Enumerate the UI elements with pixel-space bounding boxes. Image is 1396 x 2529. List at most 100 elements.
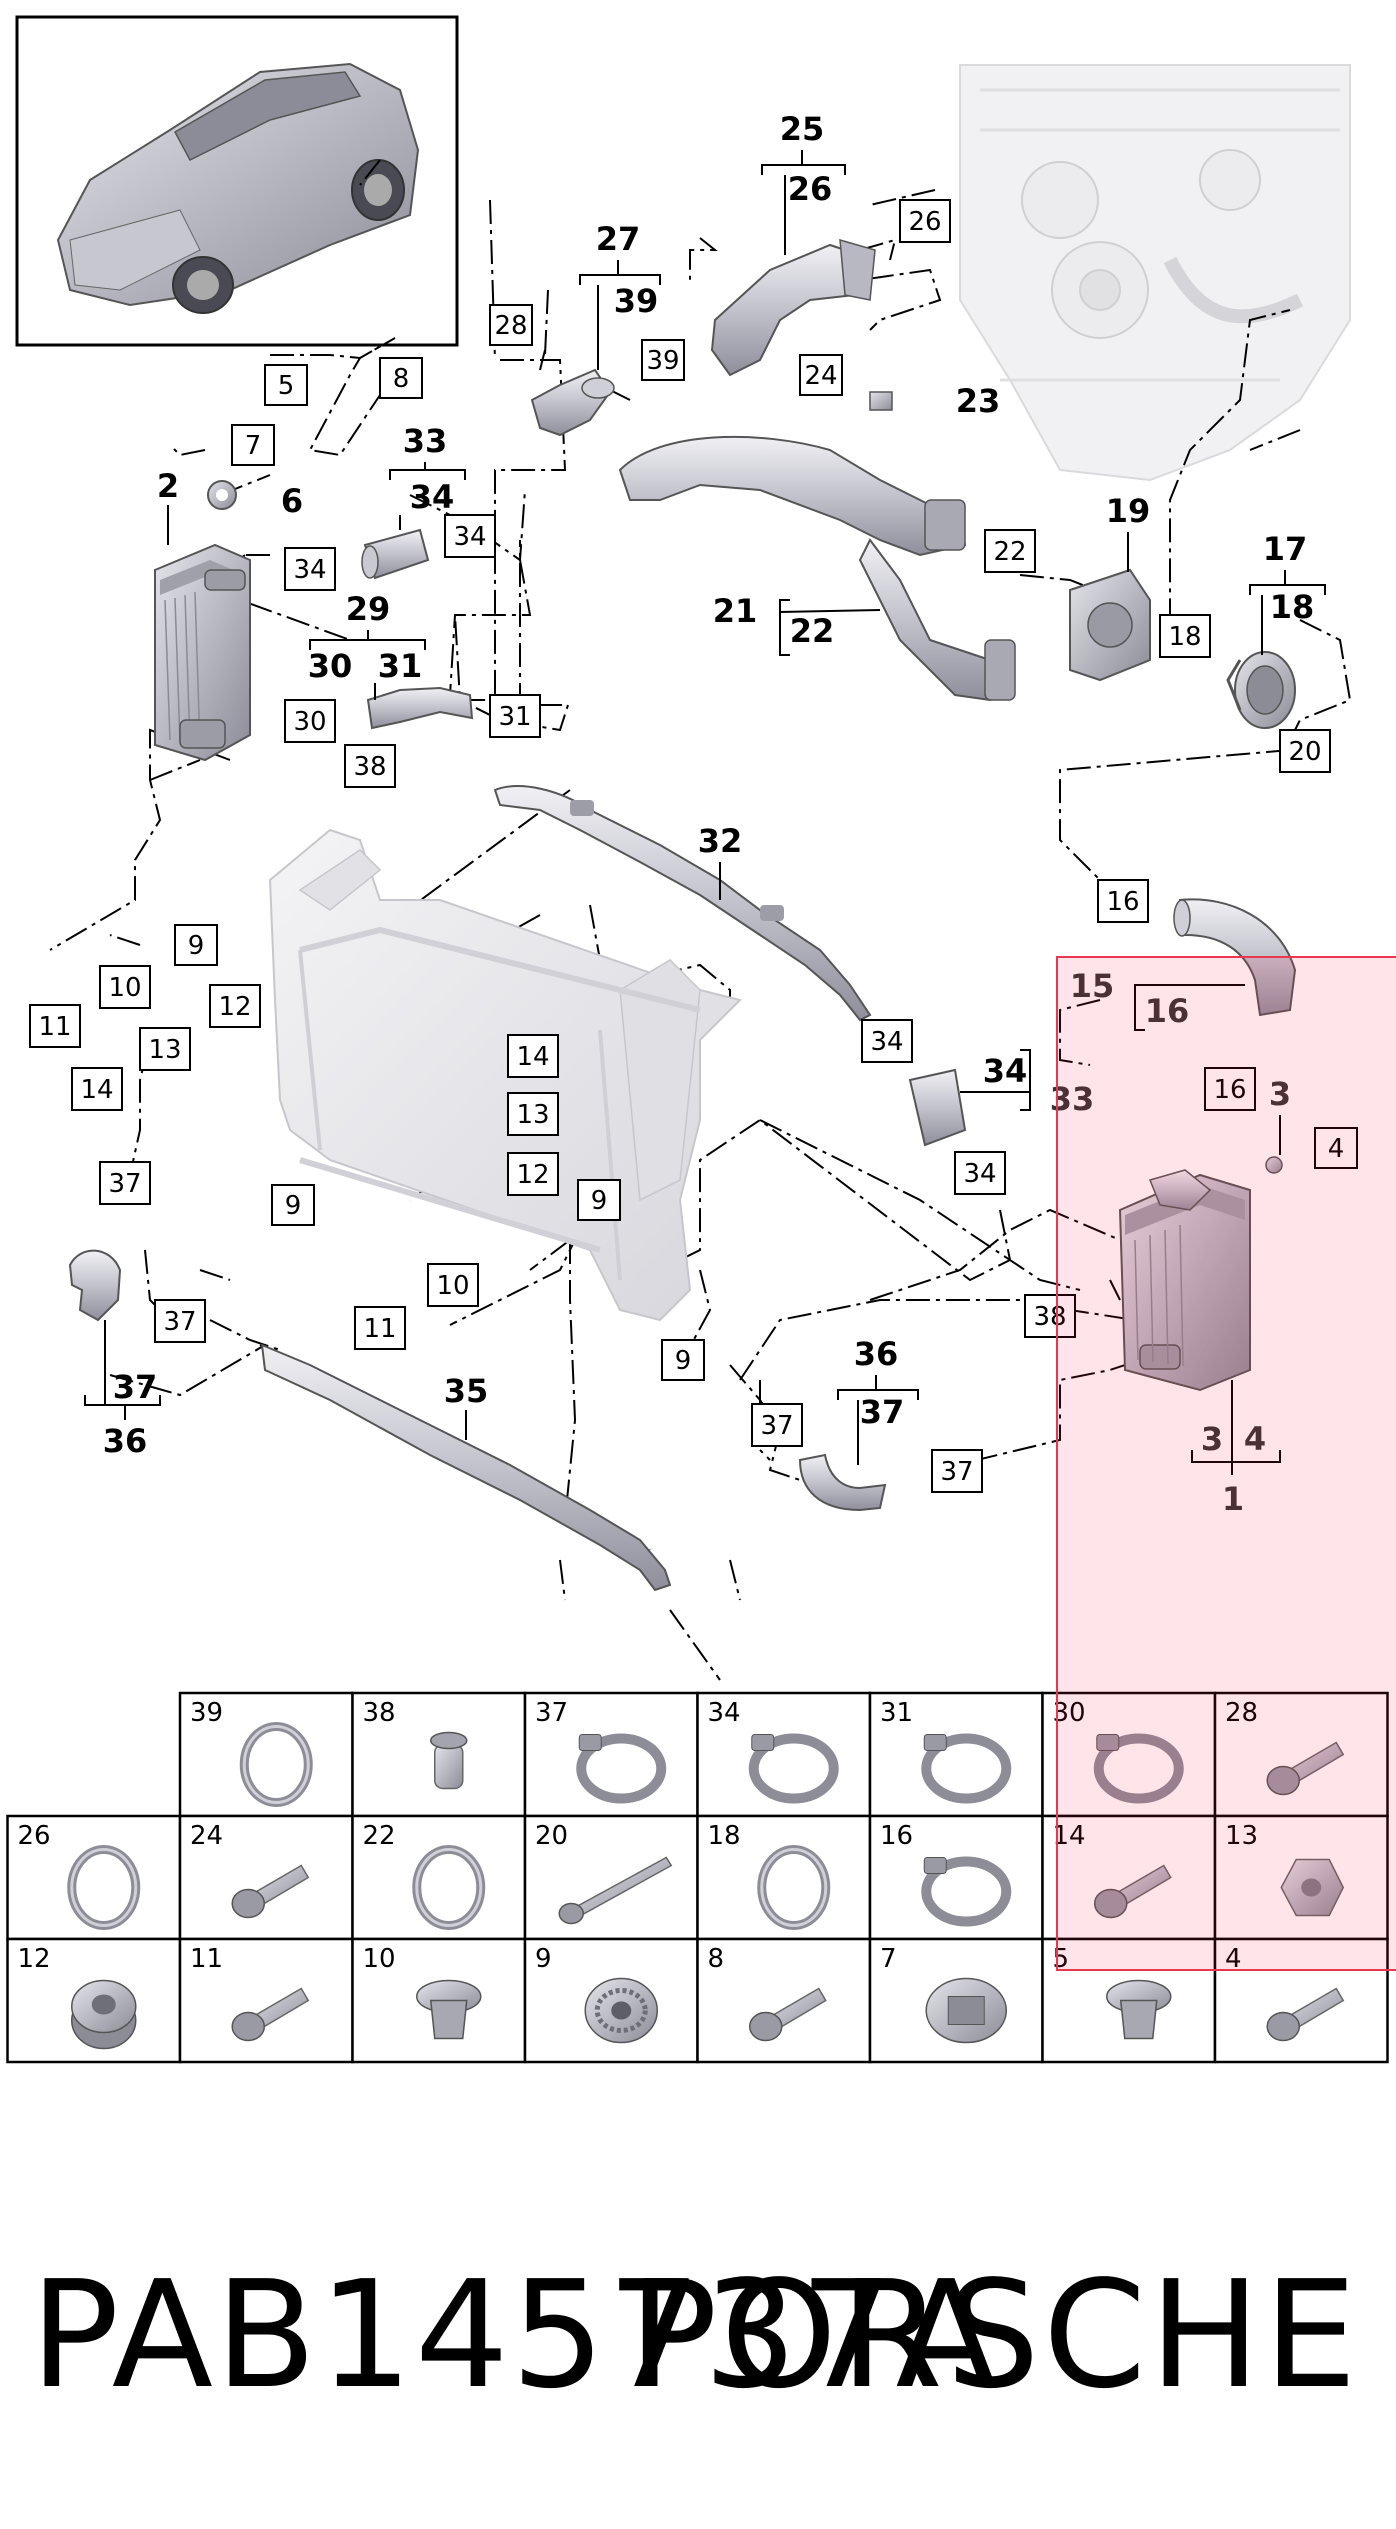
front-carrier <box>268 828 742 1322</box>
hose-clamp-icon <box>748 1733 839 1804</box>
callout-11: 11 <box>363 1314 396 1344</box>
hose-clamp-icon <box>921 1856 1012 1927</box>
callout-14: 14 <box>80 1075 113 1105</box>
callout-10: 10 <box>108 973 141 1003</box>
label-37: 37 <box>113 1368 158 1406</box>
sensor-24 <box>869 391 893 411</box>
parts-cell: 16 <box>868 1814 1044 1941</box>
label-19: 19 <box>1106 492 1151 530</box>
part-number: PAB145737A <box>30 2249 999 2421</box>
label-32: 32 <box>698 822 743 860</box>
label-6: 6 <box>281 482 303 520</box>
callout-box: 11 <box>354 1306 406 1350</box>
parts-cell: 11 <box>178 1937 354 2064</box>
label-15: 15 <box>1070 967 1115 1005</box>
callout-box: 10 <box>427 1263 479 1307</box>
parts-cell: 4 <box>1213 1937 1389 2064</box>
cell-number: 11 <box>190 1944 223 1974</box>
callout-box: 34 <box>954 1151 1006 1195</box>
vehicle-inset <box>15 15 459 347</box>
callout-box: 5 <box>264 364 308 406</box>
callout-box: 16 <box>1204 1067 1256 1111</box>
label-17: 17 <box>1263 530 1308 568</box>
cell-number: 16 <box>880 1821 913 1851</box>
callout-box: 10 <box>99 965 151 1009</box>
cell-number: 37 <box>535 1698 568 1728</box>
cell-number: 39 <box>190 1698 223 1728</box>
hose-29 <box>366 686 474 730</box>
boxed-callouts: 5 8 7 28 39 26 24 34 34 30 31 38 22 18 2… <box>29 199 1358 1493</box>
label-34: 34 <box>410 478 455 516</box>
engine-block <box>959 64 1351 482</box>
callout-box: 24 <box>799 354 843 396</box>
parts-cell: 7 <box>868 1937 1044 2064</box>
parts-cell: 28 <box>1213 1691 1389 1818</box>
o-ring-icon <box>239 1722 313 1807</box>
label-33: 33 <box>403 422 448 460</box>
hose-37-left <box>68 1249 122 1322</box>
callout-31: 31 <box>498 702 531 732</box>
callout-12: 12 <box>516 1160 549 1190</box>
pipe-35 <box>260 1343 672 1592</box>
callout-box: 34 <box>444 514 496 558</box>
callout-box: 37 <box>931 1449 983 1493</box>
label-21: 21 <box>713 592 758 630</box>
parts-cell: 14 <box>1041 1814 1217 1941</box>
callout-9: 9 <box>285 1191 302 1221</box>
footer: PAB145737A PORSCHE <box>0 2250 1396 2420</box>
label-29: 29 <box>346 590 391 628</box>
callout-38: 38 <box>353 752 386 782</box>
callout-box: 4 <box>1314 1127 1358 1169</box>
parts-cell: 9 <box>523 1937 699 2064</box>
callout-16: 16 <box>1106 887 1139 917</box>
bolt-icon <box>1266 1987 1345 2042</box>
callout-13: 13 <box>148 1035 181 1065</box>
cell-number: 30 <box>1053 1698 1086 1728</box>
callout-box: 14 <box>507 1034 559 1078</box>
parts-cell: 34 <box>696 1691 872 1818</box>
label-27: 27 <box>596 220 641 258</box>
callout-11: 11 <box>38 1012 71 1042</box>
callout-box: 9 <box>661 1339 705 1381</box>
clip-icon <box>430 1731 468 1790</box>
bold-callouts: 2 6 33 34 29 30 31 27 39 25 26 23 21 22 … <box>84 110 1326 1518</box>
grommet-icon <box>584 1977 658 2044</box>
callout-37: 37 <box>760 1411 793 1441</box>
label-16: 16 <box>1145 992 1190 1030</box>
throttle-19 <box>1069 568 1151 682</box>
spacer-icon <box>416 1979 482 2040</box>
cell-number: 26 <box>18 1821 51 1851</box>
long-bolt-icon <box>558 1856 673 1925</box>
callout-34: 34 <box>870 1027 903 1057</box>
cell-number: 38 <box>363 1698 396 1728</box>
callout-10: 10 <box>436 1271 469 1301</box>
callout-box: 37 <box>154 1299 206 1343</box>
parts-cell: 13 <box>1213 1814 1389 1941</box>
label-34: 34 <box>983 1052 1028 1090</box>
label-31: 31 <box>378 647 423 685</box>
callout-20: 20 <box>1288 737 1321 767</box>
callout-box: 39 <box>641 339 685 381</box>
callout-box: 34 <box>861 1019 913 1063</box>
cell-number: 12 <box>18 1944 51 1974</box>
bolt-icon <box>231 1987 310 2042</box>
hose-15 <box>1173 898 1297 1017</box>
o-ring-icon <box>67 1845 141 1930</box>
cell-number: 34 <box>708 1698 741 1728</box>
cell-number: 18 <box>708 1821 741 1851</box>
callout-22: 22 <box>993 537 1026 567</box>
callout-box: 9 <box>577 1179 621 1221</box>
cell-number: 24 <box>190 1821 223 1851</box>
hose-clamp-icon <box>576 1733 667 1804</box>
cell-number: 9 <box>535 1944 552 1974</box>
callout-30: 30 <box>293 707 326 737</box>
label-1: 1 <box>1222 1480 1244 1518</box>
callout-9: 9 <box>591 1186 608 1216</box>
parts-cell: 22 <box>351 1814 527 1941</box>
brand-name: PORSCHE <box>628 2249 1360 2421</box>
callout-14: 14 <box>516 1042 549 1072</box>
callout-37: 37 <box>108 1169 141 1199</box>
callout-7: 7 <box>245 431 262 461</box>
callout-38: 38 <box>1033 1302 1066 1332</box>
